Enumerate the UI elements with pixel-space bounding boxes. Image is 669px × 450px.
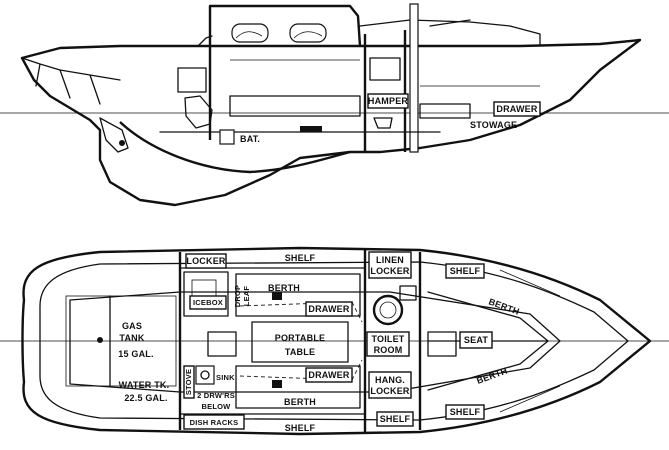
shelf-bow-top-label: SHELF — [445, 263, 485, 279]
shelf-bow-edges — [499, 269, 561, 413]
drop-leaf-label-2: LEAF — [242, 286, 251, 307]
shelf-top-label: SHELF — [285, 253, 316, 263]
shelf-small-label: SHELF — [376, 411, 414, 427]
saloon-table — [251, 321, 349, 363]
svg-text:TABLE: TABLE — [285, 347, 315, 357]
propeller-icon — [119, 140, 125, 146]
portable-table-label: PORTABLE TABLE — [275, 333, 325, 357]
settee-base — [300, 126, 322, 132]
seat-label: SEAT — [459, 331, 493, 349]
stbd-berth-cushion — [235, 365, 361, 409]
port-drawer-label: DRAWER — [305, 301, 353, 317]
hang-locker-label: HANG. LOCKER — [368, 371, 412, 399]
svg-text:LINEN: LINEN — [376, 255, 404, 265]
stove-label: STOVE — [183, 365, 195, 399]
stbd-berth-hatch — [272, 380, 282, 388]
hull-outline — [20, 38, 642, 207]
rudder — [99, 117, 129, 153]
svg-text:ROOM: ROOM — [374, 345, 403, 355]
drop-leaf-label-1: DROP — [233, 285, 242, 307]
cabin-house-forward — [359, 19, 541, 47]
settee — [229, 95, 361, 117]
gas-tank-label: GAS TANK 15 GAL. — [118, 321, 153, 359]
svg-text:LOCKER: LOCKER — [186, 256, 225, 266]
vberth-stbd-label: BERTH — [475, 366, 508, 386]
svg-text:WATER TK.: WATER TK. — [119, 380, 170, 390]
toilet-seat-icon — [379, 301, 397, 319]
toilet — [373, 117, 393, 129]
porthole-1 — [231, 23, 269, 43]
cabin-house — [208, 4, 362, 47]
cabin-trunk — [69, 291, 561, 393]
sink-drain-icon — [200, 370, 210, 380]
svg-text:SHELF: SHELF — [450, 266, 481, 276]
mast — [409, 3, 419, 153]
forward-hatch — [429, 19, 471, 27]
hamper-label: HAMPER — [367, 93, 409, 109]
stowage-label: STOWAGE — [470, 120, 517, 130]
accommodation-plan: LOCKER SHELF LINEN LOCKER SHELF ICEBOX D… — [0, 246, 669, 436]
drawer-profile-label: DRAWER — [493, 101, 541, 117]
svg-text:PORTABLE: PORTABLE — [275, 333, 325, 343]
svg-text:STOVE: STOVE — [184, 369, 193, 395]
head-sink — [399, 285, 417, 301]
svg-text:GAS: GAS — [122, 321, 142, 331]
port-berth-cushion — [235, 273, 361, 317]
battery-label: BAT. — [240, 134, 260, 144]
shelf-bottom-label: SHELF — [285, 423, 316, 433]
svg-text:DRAWER: DRAWER — [308, 304, 349, 314]
svg-text:TANK: TANK — [119, 333, 144, 343]
svg-text:DISH RACKS: DISH RACKS — [190, 418, 239, 427]
shelf-bow-bottom-label: SHELF — [445, 404, 485, 420]
svg-text:2 DRW'RS: 2 DRW'RS — [197, 391, 235, 400]
engine — [184, 95, 213, 129]
galley-cabinet — [177, 67, 207, 93]
plan-hull-inner — [39, 261, 629, 421]
stern-lines — [21, 57, 121, 105]
linen-locker-label: LINEN LOCKER — [368, 251, 412, 279]
svg-text:DRAWER: DRAWER — [496, 104, 537, 114]
galley-step — [207, 331, 237, 357]
battery — [219, 129, 235, 145]
dish-racks-label: DISH RACKS — [183, 414, 245, 430]
fwd-berth — [419, 103, 471, 119]
svg-text:SEAT: SEAT — [464, 335, 488, 345]
inboard-profile: HAMPER DRAWER STOWAGE BAT. — [0, 3, 669, 207]
svg-text:HAMPER: HAMPER — [368, 96, 409, 106]
keel — [119, 121, 351, 174]
icebox-box — [183, 271, 229, 317]
toilet-room-label: TOILET ROOM — [366, 331, 410, 357]
svg-text:15 GAL.: 15 GAL. — [118, 349, 153, 359]
porthole-2 — [289, 23, 327, 43]
fwd-step — [427, 331, 457, 357]
plan-hull-outline — [21, 246, 652, 436]
water-tank-label: WATER TK. 22.5 GAL. — [119, 380, 170, 403]
svg-text:LOCKER: LOCKER — [370, 266, 410, 276]
stbd-drawer-label: DRAWER — [305, 367, 353, 383]
sink-bowl — [195, 365, 215, 385]
porthole-shading — [235, 31, 323, 39]
svg-text:SHELF: SHELF — [380, 414, 411, 424]
svg-text:DRAWER: DRAWER — [308, 370, 349, 380]
svg-text:22.5 GAL.: 22.5 GAL. — [124, 393, 167, 403]
icebox-label: ICEBOX — [189, 295, 227, 310]
svg-text:ICEBOX: ICEBOX — [193, 298, 223, 307]
companionway — [197, 35, 213, 47]
drawers-below-label: 2 DRW'RS BELOW — [197, 391, 235, 411]
svg-text:SHELF: SHELF — [450, 407, 481, 417]
cockpit-outline — [65, 295, 177, 387]
svg-text:HANG.: HANG. — [375, 375, 405, 385]
stbd-berth-label: BERTH — [284, 397, 316, 407]
rudder-post-icon — [97, 337, 103, 343]
head-cabinet — [369, 57, 401, 81]
svg-text:LOCKER: LOCKER — [370, 386, 410, 396]
port-berth-hatch — [272, 292, 282, 300]
sink-label: SINK — [216, 373, 235, 382]
toilet-bowl-icon — [372, 294, 404, 326]
svg-text:TOILET: TOILET — [371, 334, 404, 344]
port-berth-label: BERTH — [268, 283, 300, 293]
svg-text:BELOW: BELOW — [202, 402, 232, 411]
locker-label: LOCKER — [185, 253, 227, 269]
